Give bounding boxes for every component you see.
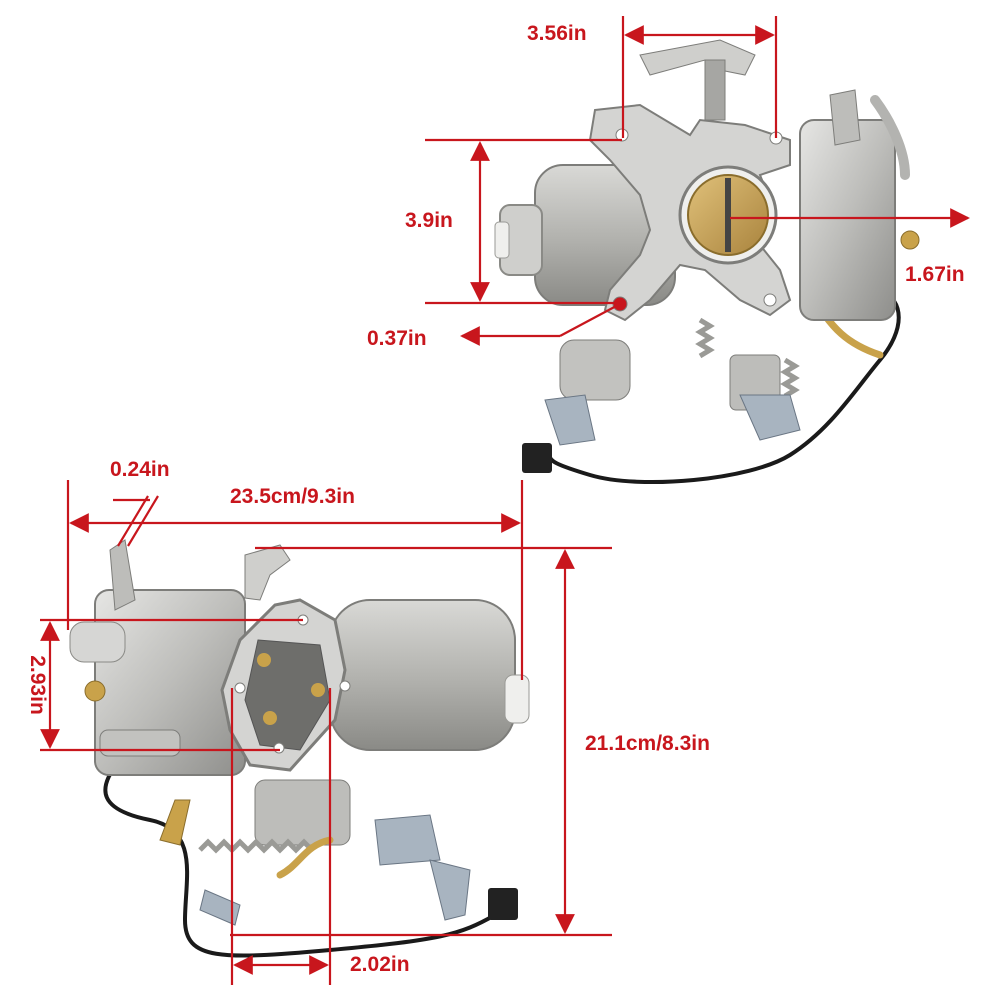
vacuum-tube bbox=[870, 95, 910, 180]
zinc-bracket bbox=[739, 394, 801, 441]
spring bbox=[198, 838, 314, 854]
brass-fitting bbox=[84, 680, 106, 702]
wire-connector bbox=[488, 888, 518, 920]
brass-tube bbox=[276, 836, 334, 879]
side-port bbox=[99, 729, 181, 757]
label-bottom-length: 23.5cm/9.3in bbox=[230, 485, 355, 508]
label-bottom-flange: 2.93in bbox=[26, 655, 49, 715]
mount-hole bbox=[339, 680, 351, 692]
leader-line bbox=[559, 303, 621, 337]
carburetor-top-view bbox=[494, 39, 920, 485]
zinc-bracket bbox=[374, 814, 441, 866]
choke-lever bbox=[829, 89, 861, 146]
wire-harness bbox=[543, 288, 901, 485]
side-housing bbox=[799, 119, 896, 321]
wire-harness bbox=[103, 758, 496, 958]
label-top-hole: 0.37in bbox=[367, 327, 427, 350]
wire-connector bbox=[522, 443, 552, 473]
mount-hole bbox=[234, 682, 246, 694]
mount-hole bbox=[763, 293, 777, 307]
label-bottom-small: 0.24in bbox=[110, 458, 170, 481]
label-bottom-height: 21.1cm/8.3in bbox=[585, 732, 710, 755]
carburetor-side-view bbox=[69, 539, 530, 958]
throttle-lever bbox=[639, 39, 756, 76]
zinc-bracket bbox=[429, 859, 471, 921]
float-bowl bbox=[329, 599, 516, 751]
zinc-bracket bbox=[544, 394, 596, 446]
throttle-lever bbox=[244, 544, 291, 601]
label-bottom-base: 2.02in bbox=[350, 953, 410, 976]
brass-jet bbox=[263, 711, 277, 725]
linkage-rod bbox=[704, 59, 726, 121]
spring bbox=[695, 317, 715, 359]
solenoid bbox=[559, 339, 631, 401]
bowl-fitting bbox=[494, 221, 510, 259]
brass-tube bbox=[159, 799, 191, 846]
brass-jet bbox=[311, 683, 325, 697]
dimension-labels: 3.56in 3.9in 1.67in 0.37in 0.24in 23.5cm… bbox=[26, 22, 965, 976]
label-top-bore: 1.67in bbox=[905, 263, 965, 286]
mount-hole bbox=[273, 742, 285, 754]
label-top-width: 3.56in bbox=[527, 22, 587, 45]
brass-jet bbox=[257, 653, 271, 667]
choke-rod bbox=[109, 539, 136, 611]
dimension-lines bbox=[40, 16, 970, 985]
inlet-fitting bbox=[69, 621, 126, 663]
throttle-body bbox=[254, 779, 351, 846]
zinc-bracket bbox=[199, 889, 241, 926]
spring bbox=[780, 357, 800, 399]
label-top-height: 3.9in bbox=[405, 209, 453, 232]
brass-fitting bbox=[900, 230, 920, 250]
bowl-cap bbox=[504, 674, 530, 724]
